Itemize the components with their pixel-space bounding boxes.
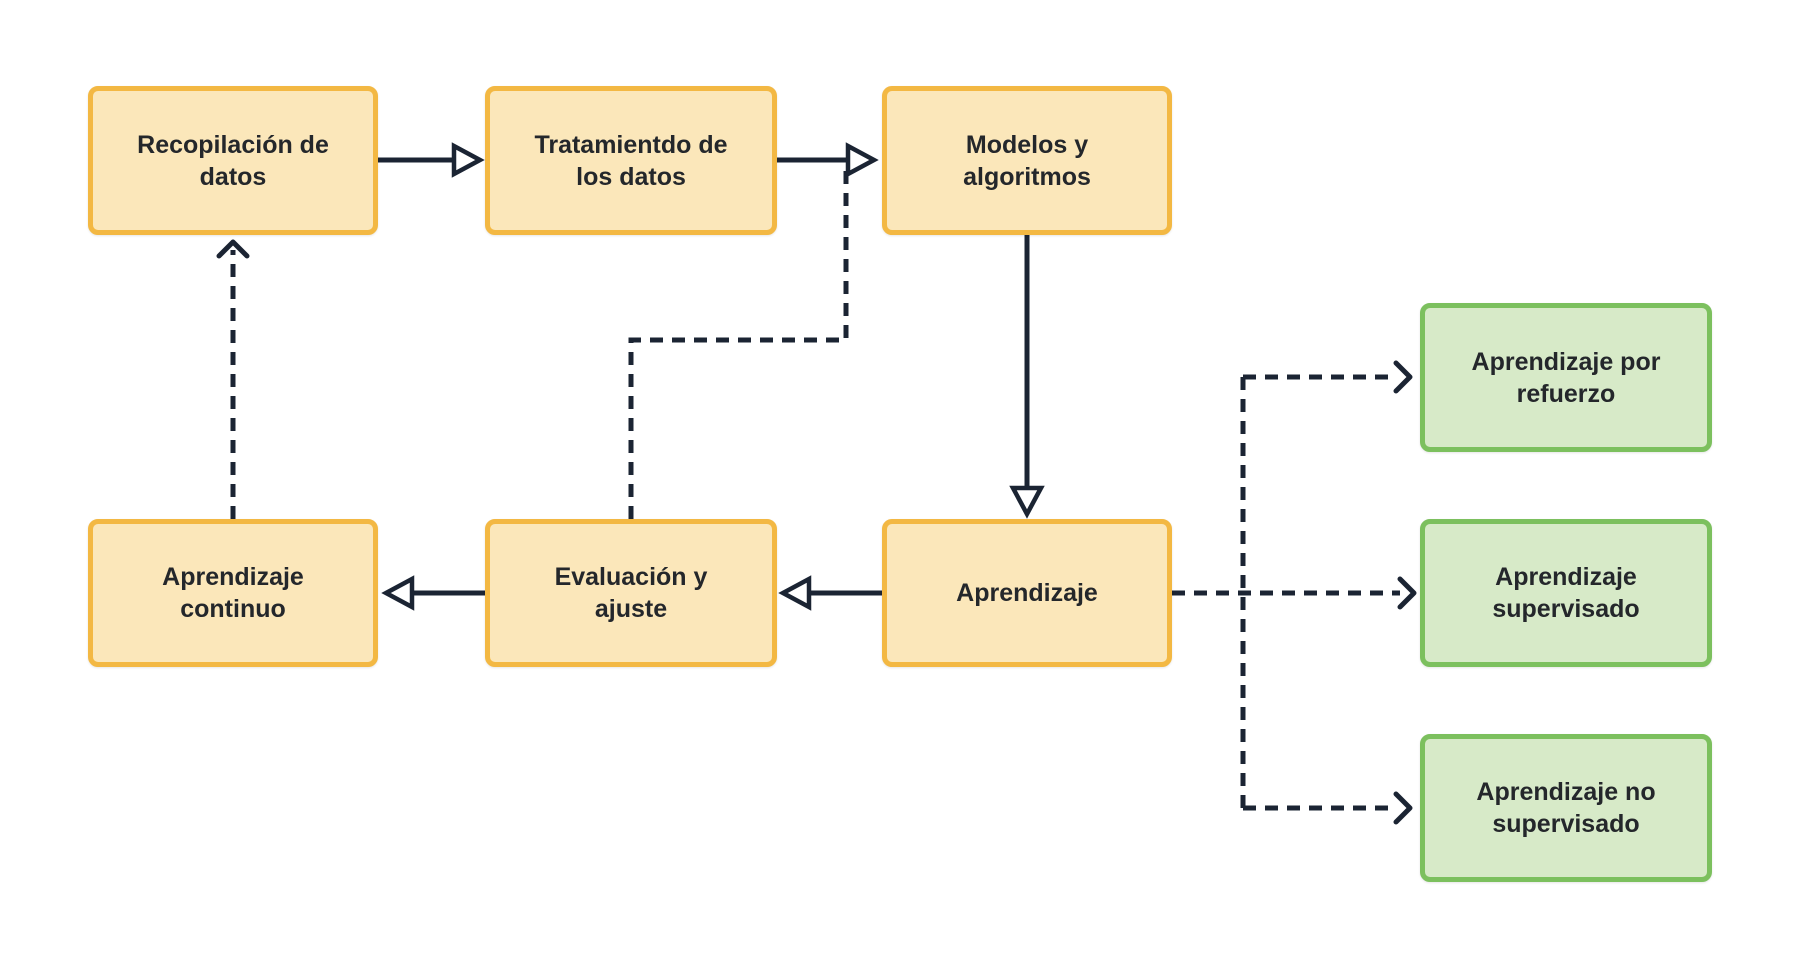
node-label-line: Tratamientdo de bbox=[534, 130, 728, 159]
edge-modelos-aprendizaje bbox=[1009, 235, 1045, 519]
arrowhead-down-icon bbox=[1009, 485, 1045, 519]
node-evaluacion-y-ajuste: Evaluación y ajuste bbox=[485, 519, 777, 667]
edge-recopilacion-tratamiento bbox=[378, 142, 485, 178]
node-recopilacion-de-datos: Recopilación de datos bbox=[88, 86, 378, 235]
arrowhead-right-icon bbox=[1397, 576, 1417, 610]
node-label-line: algoritmos bbox=[963, 162, 1091, 191]
arrowhead-up-icon bbox=[216, 239, 250, 259]
node-aprendizaje-continuo: Aprendizaje continuo bbox=[88, 519, 378, 667]
node-aprendizaje-no-supervisado: Aprendizaje no supervisado bbox=[1420, 734, 1712, 882]
node-aprendizaje: Aprendizaje bbox=[882, 519, 1172, 667]
edge-evaluacion-modelos bbox=[628, 163, 849, 519]
edge-aprendizaje-supervisado bbox=[1172, 576, 1417, 610]
node-label-line: ajuste bbox=[594, 595, 668, 623]
node-aprendizaje-refuerzo: Aprendizaje por refuerzo bbox=[1420, 303, 1712, 452]
node-label-line: Aprendizaje por bbox=[1471, 347, 1661, 376]
node-aprendizaje-supervisado: Aprendizaje supervisado bbox=[1420, 519, 1712, 667]
edge-aprendizaje-evaluacion bbox=[778, 575, 882, 611]
arrowhead-right-icon bbox=[845, 142, 879, 178]
node-label-line: continuo bbox=[180, 595, 286, 623]
node-label-line: Evaluación y bbox=[554, 563, 708, 591]
node-label-line: Recopilación de bbox=[137, 130, 329, 159]
arrowhead-right-icon bbox=[1393, 791, 1413, 825]
node-label-line: supervisado bbox=[1492, 595, 1640, 623]
node-label-line: Aprendizaje bbox=[956, 579, 1098, 607]
node-label-line: datos bbox=[199, 162, 267, 191]
node-label-line: refuerzo bbox=[1516, 379, 1616, 408]
edge-evaluacion-continuo bbox=[381, 575, 485, 611]
arrowhead-left-icon bbox=[381, 575, 415, 611]
edge-tratamiento-modelos bbox=[777, 142, 879, 178]
edge-aprendizaje-refuerzo bbox=[1243, 360, 1413, 394]
node-tratamiento-de-datos: Tratamientdo de los datos bbox=[485, 86, 777, 235]
node-modelos-y-algoritmos: Modelos y algoritmos bbox=[882, 86, 1172, 235]
node-label-line: Modelos y bbox=[965, 130, 1089, 159]
node-label-line: supervisado bbox=[1492, 810, 1640, 838]
arrowhead-right-icon bbox=[1393, 360, 1413, 394]
node-label-line: los datos bbox=[576, 162, 686, 191]
node-label-line: Aprendizaje no bbox=[1476, 778, 1656, 806]
arrowhead-right-icon bbox=[451, 142, 485, 178]
edge-continuo-recopilacion bbox=[216, 239, 250, 519]
arrowhead-left-icon bbox=[778, 575, 812, 611]
node-label-line: Aprendizaje bbox=[162, 563, 304, 591]
node-label-line: Aprendizaje bbox=[1495, 563, 1637, 591]
edge-aprendizaje-no-supervisado bbox=[1243, 791, 1413, 825]
